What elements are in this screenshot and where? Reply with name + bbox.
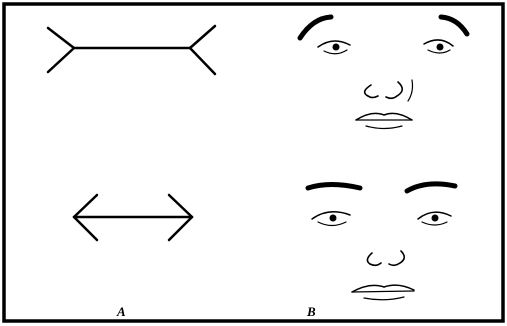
panel-label-a: A	[117, 304, 126, 319]
eye-left-upper-lid	[317, 40, 351, 48]
pupil-left	[329, 214, 337, 222]
fin-left-lower	[46, 46, 76, 74]
eye-right-upper-lid	[417, 211, 452, 220]
nose-right-nostril	[388, 262, 401, 267]
nose-right-nostril	[385, 95, 398, 100]
nose-right-wing	[399, 250, 406, 264]
eye-right-upper-lid	[423, 39, 454, 47]
fin-right-upper	[188, 24, 217, 50]
pupil-right	[431, 214, 439, 222]
eye-right-lower-lid	[427, 49, 451, 54]
nose-left-wing	[363, 84, 372, 97]
fin-left-upper	[46, 26, 76, 50]
face-top	[297, 14, 470, 130]
nose-left-wing	[366, 252, 373, 265]
face-bottom	[305, 181, 458, 301]
nose-left-nostril	[369, 262, 382, 267]
arrow-right-upper	[167, 193, 194, 219]
muller-lyer-arrowheads	[72, 193, 194, 242]
eye-right-lower-lid	[421, 221, 448, 226]
eyebrow-right	[438, 14, 470, 37]
figure-border	[2, 2, 505, 323]
eye-left-upper-lid	[311, 211, 351, 220]
nose-left-nostril	[367, 95, 379, 99]
eyebrow-left	[305, 182, 363, 191]
mouth-lower-lip	[363, 296, 405, 301]
cheek-line	[407, 79, 414, 102]
eyebrow-left	[297, 14, 334, 41]
fin-right-lower	[188, 46, 217, 76]
eyebrow-right	[404, 181, 458, 194]
arrow-left-upper	[72, 193, 99, 219]
mouth-upper-lip	[355, 112, 413, 121]
arrow-left-lower	[72, 215, 99, 242]
pupil-left	[332, 43, 340, 51]
mouth-lower-lip	[365, 125, 403, 130]
nose-right-wing	[396, 81, 404, 97]
arrow-right-lower	[167, 215, 194, 242]
mouth-line	[351, 290, 415, 293]
panel-label-b: B	[307, 304, 316, 319]
mouth-upper-lip	[351, 284, 415, 293]
eye-left-lower-lid	[323, 49, 348, 55]
pupil-right	[436, 43, 444, 51]
muller-lyer-outward-fins	[46, 24, 217, 76]
eye-left-lower-lid	[317, 221, 347, 227]
